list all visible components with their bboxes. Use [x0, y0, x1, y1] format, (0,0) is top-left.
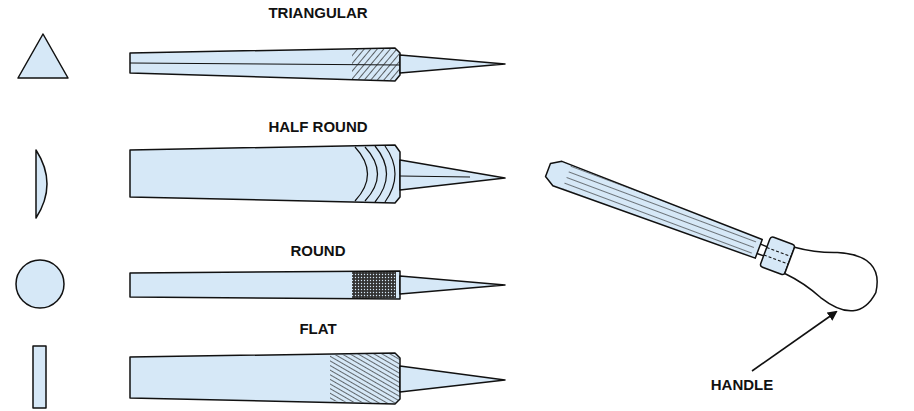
file-type-label: TRIANGULAR [268, 5, 367, 22]
file-type-label: HALF ROUND [268, 119, 367, 136]
part-label: HANDLE [711, 377, 774, 394]
file-type-label: FLAT [299, 321, 336, 338]
file-type-label: ROUND [291, 243, 346, 260]
